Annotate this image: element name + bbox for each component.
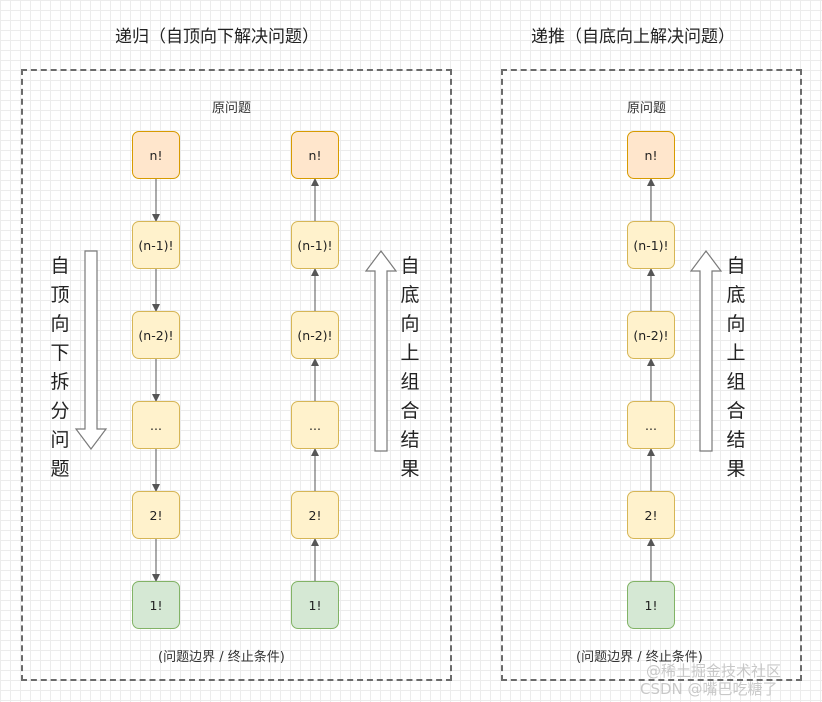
step-box: (n-2)! <box>627 311 675 359</box>
iteration-panel <box>501 69 802 681</box>
step-box: n! <box>132 131 180 179</box>
step-box: (n-1)! <box>627 221 675 269</box>
step-box: (n-1)! <box>291 221 339 269</box>
recursion-panel <box>21 69 452 681</box>
bottom-up-label: 自底 向上 组合 结果 <box>726 255 746 480</box>
iteration-title: 递推（自底向上解决问题） <box>531 27 735 47</box>
original-problem-label: 原问题 <box>212 101 252 116</box>
top-down-label: 自顶 向下 拆分 问题 <box>50 255 70 480</box>
watermark-csdn: CSDN @嘴巴吃糖了 <box>640 680 778 698</box>
step-box: (n-2)! <box>132 311 180 359</box>
step-box: 1! <box>627 581 675 629</box>
step-box: 2! <box>132 491 180 539</box>
step-box: n! <box>627 131 675 179</box>
step-box: ... <box>132 401 180 449</box>
bottom-up-label: 自底 向上 组合 结果 <box>400 255 420 480</box>
original-problem-label: 原问题 <box>627 101 667 116</box>
step-box: ... <box>291 401 339 449</box>
step-box: 2! <box>291 491 339 539</box>
watermark-juejin: @稀土掘金技术社区 <box>646 662 782 680</box>
boundary-label: (问题边界 / 终止条件) <box>576 650 703 665</box>
step-box: ... <box>627 401 675 449</box>
recursion-title: 递归（自顶向下解决问题） <box>115 27 319 47</box>
step-box: (n-1)! <box>132 221 180 269</box>
step-box: (n-2)! <box>291 311 339 359</box>
step-box: 1! <box>132 581 180 629</box>
step-box: 1! <box>291 581 339 629</box>
boundary-label: (问题边界 / 终止条件) <box>158 650 285 665</box>
step-box: n! <box>291 131 339 179</box>
step-box: 2! <box>627 491 675 539</box>
